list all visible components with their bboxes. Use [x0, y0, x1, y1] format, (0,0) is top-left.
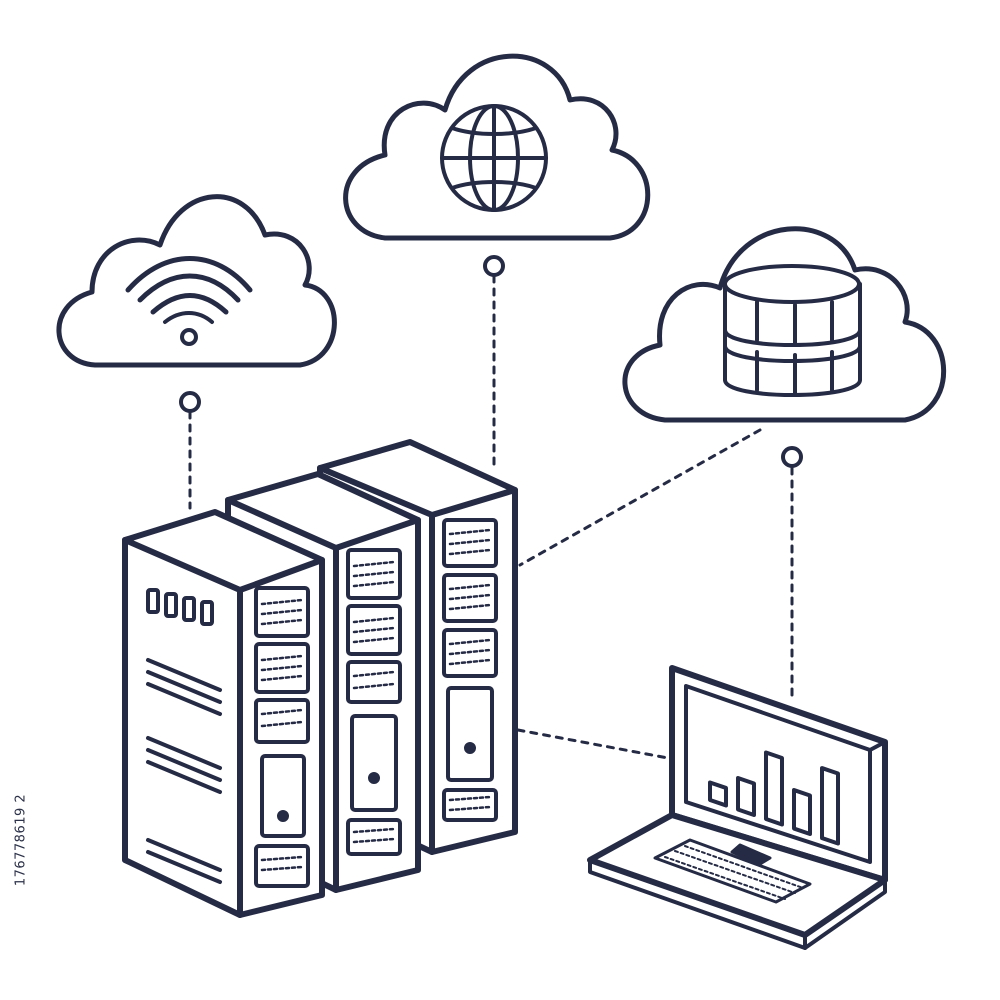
cloud-wifi [56, 194, 337, 368]
connector-database-servers [518, 428, 762, 567]
globe-icon [440, 104, 548, 212]
laptop-chart-bar [764, 750, 784, 827]
node-wifi [179, 391, 201, 413]
laptop-screen-chart [708, 750, 840, 846]
node-globe [483, 255, 505, 277]
connector-nodes [179, 255, 803, 468]
cloud-database [622, 226, 947, 423]
server-rack-front [122, 509, 325, 918]
image-id-text: 176778619 2 [13, 793, 29, 887]
server-rack-icon [122, 439, 518, 918]
laptop-icon [587, 665, 888, 950]
laptop-chart-bar [792, 788, 812, 836]
connector-servers-laptop [516, 728, 670, 760]
laptop-chart-bar [736, 776, 756, 817]
laptop-chart-bar [708, 780, 728, 808]
laptop-chart-bar [820, 766, 840, 846]
cloud-globe [343, 53, 651, 241]
database-icon [723, 264, 862, 397]
wifi-icon [125, 256, 253, 346]
image-id-label: 176778619 2 [6, 760, 36, 920]
connector-lines [188, 274, 794, 760]
node-database [781, 446, 803, 468]
